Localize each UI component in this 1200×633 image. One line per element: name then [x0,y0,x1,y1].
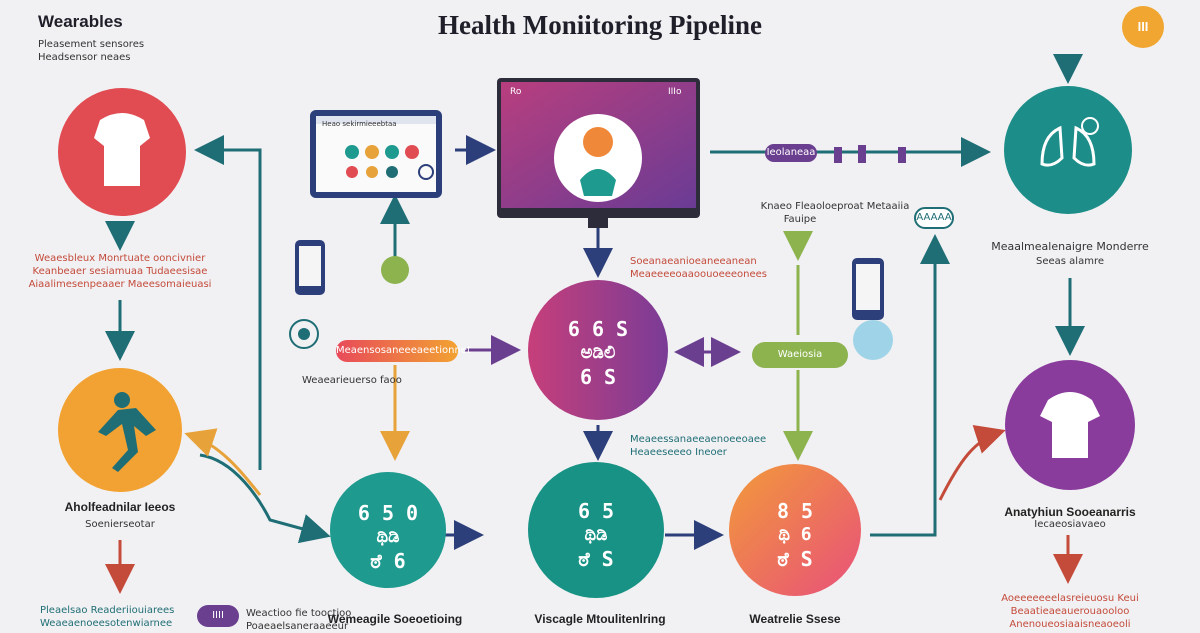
arrow-activity-to-step1 [199,453,331,544]
step-one-line-3: ಠೆ 6 [370,549,406,573]
lungs-node [1004,86,1132,214]
left-bottom-label-a: Aholfeadnilar Ieeos [64,500,176,514]
mid-blue-note: Meaeessanaeeaenoeeoaee Heaeeseeeo Ineoer [630,434,767,458]
arrow-orange-to-activity [184,428,262,496]
main-monitor [497,78,700,228]
left-bottom-label-b: Soenierseotar [85,519,155,530]
bar-marker-2 [858,145,866,163]
mid-red-note: Soeanaeanioeaneeanean Meaeeeeoaaoouoeeeo… [630,256,768,280]
arrow-red-to-body [938,425,1006,501]
right-bottom-label-a: Anatyhiun Sooeanarris [1004,505,1136,519]
lungs-icon [1040,125,1096,167]
tablet-title: Heao sekirmieeebtaa [322,120,397,128]
green-pill-label: Waeiosia [777,349,823,360]
wearable-sensor-node [58,88,186,216]
step-one-line-2: ಥಿಡಿ [376,526,400,547]
top-center-note-b: Fauipe [783,214,817,225]
badge-icon[interactable]: III [1122,6,1164,48]
step-one-caption: Wemeagile Soeoetioing [327,612,463,626]
monitor-title: Ro [510,87,522,97]
lens-pill-label: AAAAA [916,212,952,223]
green-pill [752,342,848,368]
step-one-node [330,472,446,588]
step-three-line-3: ಠೆ S [777,547,813,571]
bottom-purple-pill [197,605,239,627]
shirt-icon [94,113,150,186]
step-two-line-1: 6 5 [577,499,615,523]
step-two-node [528,462,664,598]
hub-line-1: 6 6 S [567,317,629,341]
arrow-step3-up [870,234,950,537]
bar-marker-1 [834,147,842,163]
step-three-caption: Weatrelie Ssese [749,612,841,626]
runner-icon [98,392,156,472]
step-three-line-2: ಥಿ 6 [778,524,812,545]
step-two-caption: Viscagle Mtoulitenlring [534,612,666,626]
orange-pill [336,340,458,362]
hub-line-2: ಅಡಿಲಿ [580,342,616,363]
phone-device-left [289,240,325,349]
purple-pill-top [765,144,817,162]
brand-subtitle: Pleasement sensores Headsensor neaes [38,39,145,63]
phone-device-right [852,258,893,360]
lens-pill [914,207,954,229]
body-icon [1040,392,1100,458]
bar-marker-3 [898,147,906,163]
arrow-back-to-sensor [194,135,262,470]
step-three-line-1: 8 5 [776,499,814,523]
green-connector-dot [381,256,409,284]
step-three-node [729,464,861,596]
tablet-device [310,110,442,198]
step-one-line-1: 6 5 0 [357,501,419,525]
orange-pill-label: Meaensosaneeeaeetionnet [336,345,471,356]
right-mid-label-a: Meaalmealenaigre Monderre [991,240,1149,253]
page-title: Health Moniitoring Pipeline [438,10,762,40]
body-monitor-node [1005,360,1135,490]
step-two-line-2: ಥಿಡಿ [584,524,608,545]
hub-line-3: 6 S [579,365,617,389]
bottom-pill-label: IIII [212,610,224,621]
activity-node [58,368,182,492]
step-two-line-3: ಠೆ S [578,547,614,571]
small-note: Weaearieuerso faoo [302,375,402,386]
brand-name: Wearables [38,12,123,31]
bottom-right-notes: Aoeeeeeeelasreieuosu Keui Beaatieaeauero… [1001,593,1139,630]
monitor-right-label: IIIo [668,87,682,97]
analysis-hub-node [528,280,668,420]
bottom-left-notes: Pleaelsao Readeriiouiarees Weaeaenoeesot… [40,605,175,629]
top-center-note-a: Knaeo Fleaoloeproat Metaaiia [760,201,910,212]
bottom-left-notes-b: Weactioo fie tooctioo Poaeaelsaneraaeeur [246,608,352,632]
left-mid-notes: Weaesbleux Monrtuate ooncivnier Keanbeae… [28,253,212,290]
right-bottom-label-b: Iecaeosiavaeo [1034,519,1106,530]
purple-pill-label: Ieolaneaa [766,147,816,158]
right-mid-label-b: Seeas alamre [1036,256,1104,267]
